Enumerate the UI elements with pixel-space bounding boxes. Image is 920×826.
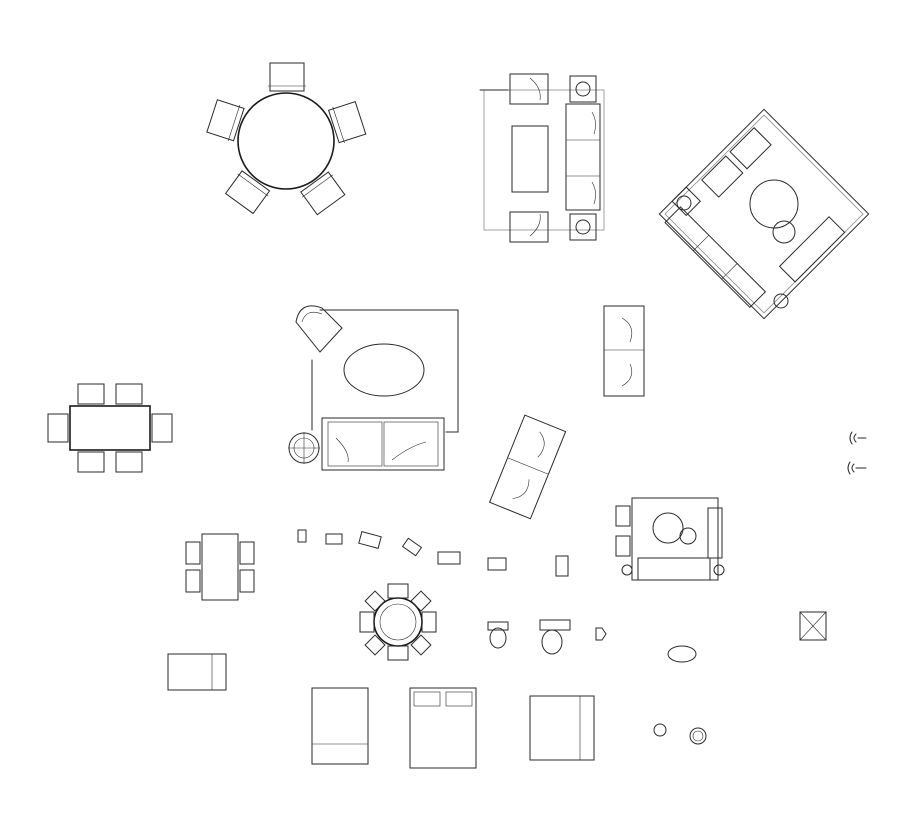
chair bbox=[47, 413, 69, 443]
loveseat-vertical bbox=[603, 305, 645, 397]
rotated-living-room-set bbox=[658, 108, 870, 320]
faucet-icon bbox=[849, 431, 867, 445]
small-appliances-row bbox=[297, 529, 569, 577]
small-living-set bbox=[615, 497, 725, 581]
oval-coffee-table bbox=[343, 343, 425, 397]
armchair bbox=[509, 73, 549, 105]
toilets bbox=[487, 619, 607, 655]
round-coffee-table bbox=[749, 179, 799, 229]
round-dining-table-five-chairs bbox=[206, 62, 367, 216]
stove-icon bbox=[358, 531, 382, 549]
chair bbox=[327, 101, 367, 144]
chair bbox=[77, 451, 105, 473]
drain-icon bbox=[653, 723, 667, 737]
armchair bbox=[509, 211, 549, 243]
storage-box bbox=[799, 611, 827, 641]
toilet bbox=[541, 629, 563, 655]
appliance bbox=[297, 529, 307, 543]
side-stool bbox=[679, 527, 697, 545]
armchair bbox=[615, 505, 631, 527]
lamp-icon bbox=[713, 564, 725, 576]
sofa bbox=[637, 557, 711, 581]
faucet-icon bbox=[847, 461, 867, 475]
beds bbox=[167, 653, 595, 769]
drain-icon bbox=[689, 727, 707, 745]
chair bbox=[115, 451, 143, 473]
lamp-icon bbox=[773, 293, 789, 309]
misc-fixtures bbox=[799, 431, 867, 641]
bench bbox=[167, 653, 227, 691]
chair bbox=[300, 171, 346, 216]
appliance bbox=[487, 557, 507, 571]
armchair bbox=[729, 127, 772, 170]
lamp-icon bbox=[575, 219, 591, 235]
stove-icon bbox=[401, 537, 423, 557]
stove-icon bbox=[437, 551, 461, 565]
rug bbox=[319, 309, 459, 433]
toilet bbox=[489, 627, 507, 649]
chair bbox=[224, 170, 271, 215]
lamp-icon bbox=[575, 81, 591, 97]
bed bbox=[529, 695, 595, 761]
table-top bbox=[69, 405, 151, 451]
sofa-angled bbox=[488, 414, 567, 520]
chair bbox=[77, 383, 105, 405]
chair bbox=[268, 62, 306, 92]
chair bbox=[151, 413, 173, 443]
rug bbox=[631, 497, 719, 581]
bed bbox=[311, 687, 369, 765]
armchair bbox=[615, 535, 631, 557]
rug bbox=[664, 114, 864, 314]
side-table bbox=[569, 213, 597, 241]
armchair bbox=[295, 305, 343, 353]
round-table-top bbox=[237, 92, 335, 190]
side-table bbox=[569, 75, 597, 103]
stove-icon bbox=[325, 533, 343, 545]
sofa bbox=[664, 206, 767, 309]
small-dining-table bbox=[185, 533, 255, 601]
rectangular-dining-table bbox=[47, 383, 173, 473]
coffee-table bbox=[511, 125, 549, 193]
sinks bbox=[653, 645, 707, 745]
appliance bbox=[555, 555, 569, 577]
fixture bbox=[595, 627, 607, 641]
bed bbox=[409, 687, 477, 769]
loveseat bbox=[707, 507, 723, 559]
lamp-icon bbox=[621, 564, 633, 576]
loveseat bbox=[778, 216, 846, 283]
sofa-set-with-side-tables bbox=[479, 73, 605, 243]
rug bbox=[483, 89, 605, 231]
living-room-with-oval-rug bbox=[288, 305, 459, 471]
small-round-table bbox=[359, 583, 437, 661]
sofa bbox=[565, 103, 601, 211]
chair bbox=[115, 383, 143, 405]
chair bbox=[206, 99, 245, 142]
sink bbox=[667, 645, 697, 663]
lamp-icon bbox=[676, 195, 692, 211]
side-stool bbox=[772, 220, 796, 244]
round-coffee-table bbox=[652, 512, 684, 544]
armchair bbox=[701, 155, 744, 198]
sofa bbox=[321, 417, 445, 471]
